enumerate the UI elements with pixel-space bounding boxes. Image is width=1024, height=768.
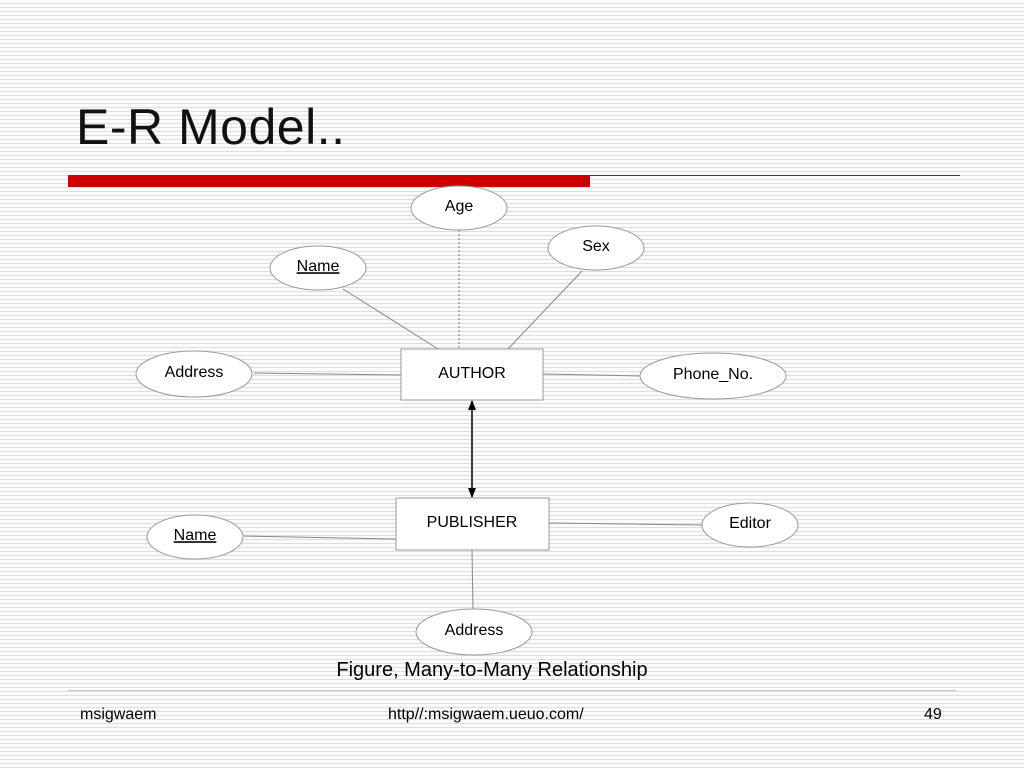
connector-publisher-name: [243, 535, 397, 540]
connector-publisher-address: [471, 549, 474, 610]
attribute-author-name: Name: [269, 245, 367, 291]
connector-author-sex: [507, 270, 583, 350]
title-rule-thin: [590, 175, 960, 176]
attribute-author-name-label: Name: [297, 258, 340, 275]
entity-publisher-label: PUBLISHER: [427, 514, 518, 531]
attribute-author-sex-label: Sex: [582, 238, 610, 255]
attribute-publisher-editor-label: Editor: [729, 515, 771, 532]
attribute-publisher-address: Address: [415, 608, 533, 656]
attribute-publisher-address-label: Address: [445, 622, 504, 639]
title-rule-thick: [68, 175, 590, 187]
entity-author: AUTHOR: [400, 348, 544, 401]
page-number: 49: [924, 706, 942, 723]
connector-publisher-editor: [548, 522, 703, 526]
footer-url: http//:msigwaem.ueuo.com/: [388, 706, 584, 723]
attribute-publisher-editor: Editor: [701, 502, 799, 548]
connector-author-address: [253, 372, 402, 376]
attribute-publisher-name: Name: [146, 514, 244, 560]
attribute-publisher-name-label: Name: [174, 527, 217, 544]
slide-title: E-R Model..: [76, 99, 346, 155]
connector-author-name: [342, 288, 439, 350]
figure-caption: Figure, Many-to-Many Relationship: [336, 659, 648, 681]
attribute-author-sex: Sex: [547, 225, 645, 271]
attribute-author-age: Age: [410, 185, 508, 231]
connector-author-phone: [542, 373, 641, 377]
entity-author-label: AUTHOR: [438, 365, 506, 382]
footer-rule: [68, 690, 956, 691]
attribute-author-age-label: Age: [445, 198, 474, 215]
entity-publisher: PUBLISHER: [395, 497, 550, 551]
attribute-author-phone: Phone_No.: [639, 352, 787, 400]
attribute-author-address: Address: [135, 350, 253, 398]
attribute-author-address-label: Address: [165, 364, 224, 381]
footer-author: msigwaem: [80, 706, 157, 723]
attribute-author-phone-label: Phone_No.: [673, 366, 753, 383]
